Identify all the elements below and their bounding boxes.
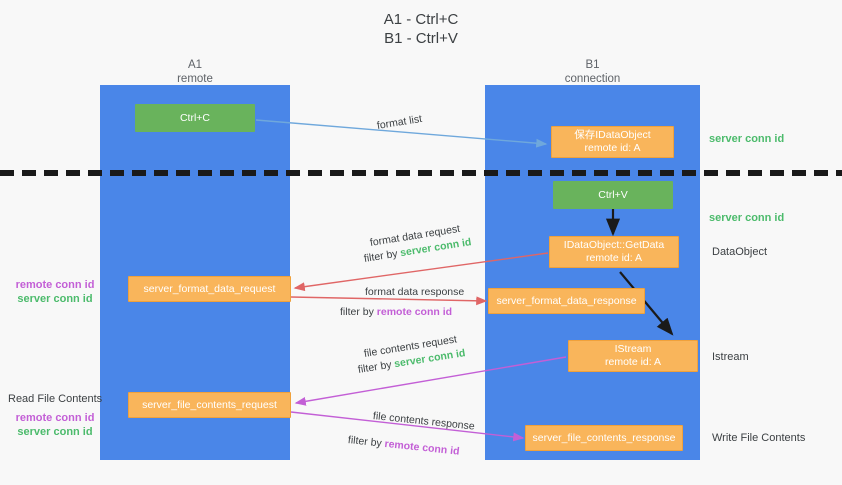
right-label-server-conn-id-1: server conn id — [709, 132, 784, 146]
right-label-dataobject-text: DataObject — [712, 246, 768, 258]
annotation-format-data-response-text: format data response — [365, 286, 465, 298]
right-label-istream-text: Istream — [712, 351, 749, 363]
node-save-idataobject-line1: 保存IDataObject — [574, 129, 651, 141]
right-label-server-conn-id-2-text: server conn id — [709, 212, 785, 224]
node-server-file-contents-response-label: server_file_contents_response — [532, 431, 676, 444]
node-ctrl-v-label: Ctrl+V — [598, 188, 628, 201]
right-label-server-conn-id-2: server conn id — [709, 211, 784, 225]
left-label-server-conn-id-1: server conn id — [17, 293, 93, 305]
annotation-file-contents-response-filter-value: remote conn id — [383, 437, 461, 458]
annotation-format-data-response-filter-value: remote conn id — [376, 306, 453, 318]
left-label-remote-conn-id-2: remote conn id — [15, 412, 95, 424]
column-header-a1-sub: remote — [177, 73, 213, 85]
node-ctrl-c[interactable]: Ctrl+C — [135, 104, 255, 132]
column-header-b1: B1 connection — [485, 58, 700, 86]
node-server-file-contents-request-label: server_file_contents_request — [142, 398, 277, 411]
node-save-idataobject[interactable]: 保存IDataObject remote id: A — [551, 126, 674, 158]
node-server-file-contents-response[interactable]: server_file_contents_response — [525, 425, 683, 451]
left-label-read-file-contents: Read File Contents — [8, 392, 108, 406]
left-label-conn-ids-bottom: remote conn id server conn id — [10, 411, 100, 439]
annotation-format-data-response: format data response — [365, 285, 464, 299]
annotation-format-data-response-filter-prefix: filter by — [340, 306, 377, 318]
right-label-dataobject: DataObject — [712, 245, 767, 259]
node-idataobject-getdata-line2: remote id: A — [585, 252, 643, 264]
node-ctrl-c-label: Ctrl+C — [179, 111, 211, 124]
title-line-1: A1 - Ctrl+C — [383, 11, 459, 28]
left-label-remote-conn-id-1: remote conn id — [15, 279, 95, 291]
annotation-format-data-response-filter: filter by remote conn id — [340, 305, 452, 319]
node-server-format-data-response[interactable]: server_format_data_response — [488, 288, 645, 314]
annotation-file-contents-response: file contents response — [372, 409, 475, 434]
annotation-format-list: format list — [376, 112, 423, 133]
left-label-conn-ids-top: remote conn id server conn id — [10, 278, 100, 306]
node-server-format-data-request[interactable]: server_format_data_request — [128, 276, 291, 302]
node-idataobject-getdata-line1: IDataObject::GetData — [563, 239, 665, 251]
node-ctrl-v[interactable]: Ctrl+V — [553, 181, 673, 209]
node-idataobject-getdata[interactable]: IDataObject::GetData remote id: A — [549, 236, 679, 268]
annotation-file-contents-request-filter-prefix: filter by — [357, 358, 396, 376]
column-header-b1-name: B1 — [585, 59, 600, 71]
left-label-read-file-contents-text: Read File Contents — [8, 393, 103, 405]
node-server-format-data-response-label: server_format_data_response — [496, 294, 637, 307]
annotation-file-contents-response-filter-prefix: filter by — [347, 434, 386, 450]
column-header-a1-name: A1 — [187, 59, 203, 71]
annotation-file-contents-response-text: file contents response — [372, 410, 476, 433]
node-istream[interactable]: IStream remote id: A — [568, 340, 698, 372]
right-label-istream: Istream — [712, 350, 749, 364]
title-line-2: B1 - Ctrl+V — [384, 30, 458, 47]
node-server-file-contents-request[interactable]: server_file_contents_request — [128, 392, 291, 418]
right-label-write-file-contents-text: Write File Contents — [712, 432, 806, 444]
node-server-format-data-request-label: server_format_data_request — [143, 282, 276, 295]
annotation-format-data-request-filter-prefix: filter by — [363, 247, 402, 265]
annotation-file-contents-response-filter: filter by remote conn id — [347, 433, 460, 459]
left-label-server-conn-id-2: server conn id — [17, 426, 93, 438]
right-label-write-file-contents: Write File Contents — [712, 431, 805, 445]
dashed-divider-line — [0, 170, 842, 176]
node-istream-line2: remote id: A — [604, 356, 662, 368]
node-save-idataobject-line2: remote id: A — [584, 142, 641, 154]
right-label-server-conn-id-1-text: server conn id — [709, 133, 785, 145]
column-header-b1-sub: connection — [564, 73, 621, 85]
node-istream-line1: IStream — [614, 343, 652, 355]
column-header-a1: A1 remote — [100, 58, 290, 86]
diagram-title: A1 - Ctrl+C B1 - Ctrl+V — [0, 10, 842, 48]
annotation-format-list-text: format list — [376, 112, 423, 132]
